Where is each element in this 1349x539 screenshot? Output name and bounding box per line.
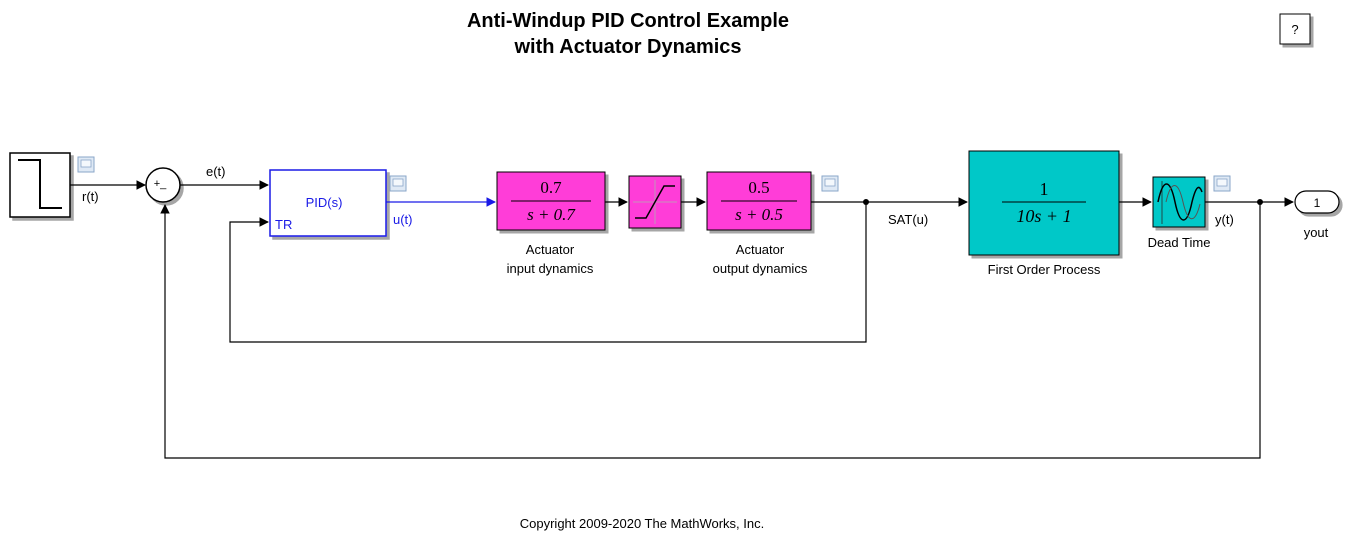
signal-viewer-badge-ut[interactable]	[389, 175, 407, 192]
actuator-output-dynamics-block[interactable]: 0.5 s + 0.5	[706, 171, 812, 231]
first-order-process-block[interactable]: 1 10s + 1	[968, 150, 1120, 256]
step-source-block[interactable]	[9, 152, 71, 218]
wire-output-feedback	[160, 202, 1261, 459]
diagram-title-line1: Anti-Windup PID Control Example	[467, 10, 789, 32]
actuator-input-denominator: s + 0.7	[527, 205, 576, 224]
wire-tracking-feedback	[229, 202, 867, 343]
signal-label-control: u(t)	[393, 212, 413, 227]
actuator-output-caption-line2: output dynamics	[713, 261, 808, 276]
actuator-output-caption-line1: Actuator	[736, 242, 785, 257]
saturation-icon	[635, 185, 675, 219]
outport-number: 1	[1314, 196, 1321, 210]
copyright-text: Copyright 2009-2020 The MathWorks, Inc.	[520, 516, 764, 531]
process-denominator: 10s + 1	[1016, 206, 1071, 226]
signal-label-output: y(t)	[1215, 212, 1234, 227]
actuator-output-denominator: s + 0.5	[735, 205, 783, 224]
help-button[interactable]: ?	[1279, 13, 1311, 45]
signal-label-reference: r(t)	[82, 189, 99, 204]
signal-viewer-badge-actuator-output[interactable]	[821, 175, 839, 192]
actuator-input-numerator: 0.7	[540, 178, 562, 197]
dead-time-delayed-wave-icon	[1165, 185, 1201, 220]
dead-time-wave-icon	[1157, 183, 1203, 221]
signal-viewer-badge-rt[interactable]	[77, 156, 95, 173]
actuator-input-dynamics-block[interactable]: 0.7 s + 0.7	[496, 171, 606, 231]
actuator-input-caption-line2: input dynamics	[507, 261, 594, 276]
process-caption: First Order Process	[988, 262, 1101, 277]
help-button-label: ?	[1291, 22, 1298, 37]
outport-block[interactable]: 1	[1294, 190, 1340, 214]
step-icon	[18, 159, 62, 209]
dead-time-block[interactable]	[1152, 176, 1206, 228]
actuator-input-caption-line1: Actuator	[526, 242, 575, 257]
signal-viewer-badge-yt[interactable]	[1213, 175, 1231, 192]
pid-label: PID(s)	[306, 195, 343, 210]
actuator-output-numerator: 0.5	[748, 178, 769, 197]
outport-caption: yout	[1304, 225, 1329, 240]
signal-label-saturated: SAT(u)	[888, 212, 928, 227]
sum-block[interactable]: +_	[145, 167, 181, 203]
saturation-block[interactable]	[628, 175, 682, 229]
diagram-title-line2: with Actuator Dynamics	[513, 36, 741, 58]
sum-signs: +_	[154, 178, 167, 190]
process-numerator: 1	[1040, 179, 1049, 199]
dead-time-caption: Dead Time	[1148, 235, 1211, 250]
pid-controller-block[interactable]: PID(s) TR	[269, 169, 387, 237]
pid-tr-port-label: TR	[275, 217, 292, 232]
signal-label-error: e(t)	[206, 164, 226, 179]
